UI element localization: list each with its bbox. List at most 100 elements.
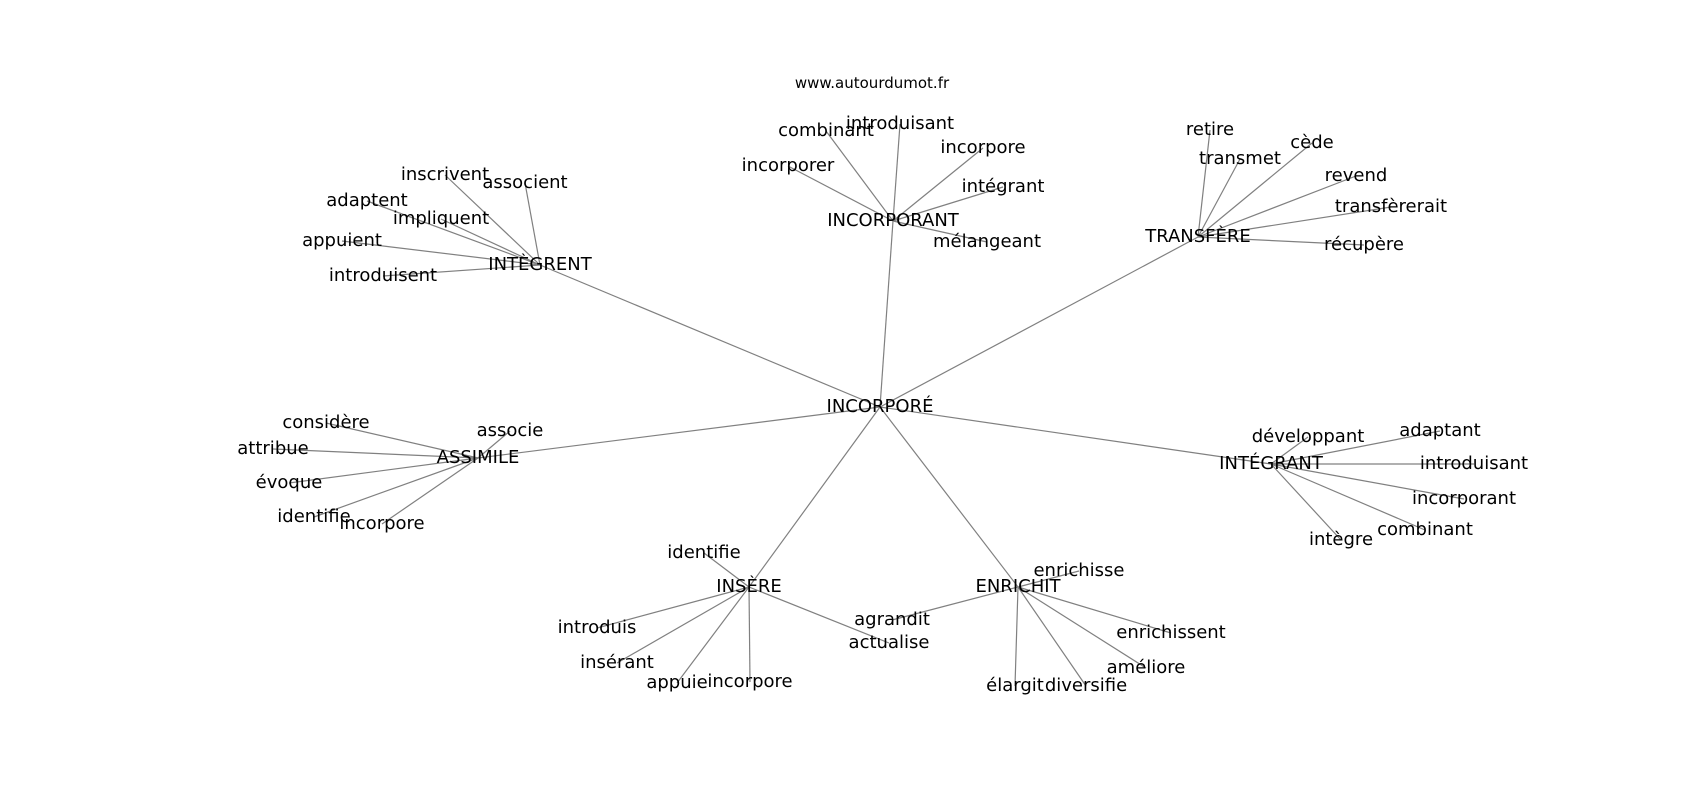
edge-center-to-group xyxy=(477,406,881,459)
edge-group-to-leaf xyxy=(1017,586,1147,669)
edge-group-to-leaf xyxy=(892,147,984,222)
edge-group-to-leaf xyxy=(444,174,541,266)
leaf-node-label: retire xyxy=(1186,119,1234,140)
edge-group-to-leaf xyxy=(748,586,751,683)
edge-group-to-leaf xyxy=(1197,175,1357,238)
leaf-node-label: combinant xyxy=(778,120,874,141)
edge-group-to-leaf xyxy=(381,457,479,525)
center-node-label: INCORPORÉ xyxy=(827,395,934,417)
edge-group-to-leaf xyxy=(288,457,479,484)
edge-group-to-leaf xyxy=(1197,129,1211,238)
edge-center-to-group xyxy=(879,406,1272,465)
leaf-node-label: diversifie xyxy=(1045,675,1127,696)
leaf-node-label: élargit xyxy=(986,675,1044,696)
edge-group-to-leaf xyxy=(1197,236,1365,246)
edge-group-to-leaf xyxy=(825,130,894,222)
leaf-node-label: incorporant xyxy=(1412,488,1516,509)
leaf-node-label: incorporer xyxy=(742,155,835,176)
leaf-node-label: impliquent xyxy=(393,208,489,229)
leaf-node-label: introduisent xyxy=(329,265,437,286)
edge-group-to-leaf xyxy=(1017,586,1087,687)
leaf-node-label: enrichissent xyxy=(1116,622,1226,643)
edge-group-to-leaf xyxy=(524,182,541,266)
edge-group-to-leaf xyxy=(313,457,479,518)
leaf-node-label: actualise xyxy=(849,632,930,653)
edge-group-to-leaf xyxy=(272,448,479,459)
edge-group-to-leaf xyxy=(1270,463,1426,531)
leaf-node-label: récupère xyxy=(1324,234,1404,255)
leaf-node-label: attribue xyxy=(237,438,308,459)
leaf-node-label: adaptent xyxy=(326,190,408,211)
leaf-node-label: incorpore xyxy=(339,513,424,534)
source-attribution: www.autourdumot.fr xyxy=(795,74,950,92)
leaf-node-label: introduisant xyxy=(846,113,954,134)
group-node-label: INSÈRE xyxy=(716,575,781,597)
edge-group-to-leaf xyxy=(1270,463,1465,500)
edge-group-to-leaf xyxy=(1197,158,1241,238)
edge-group-to-leaf xyxy=(1014,586,1019,687)
edge-group-to-leaf xyxy=(892,123,901,222)
edge-group-to-leaf xyxy=(477,430,511,459)
leaf-node-label: incorpore xyxy=(707,671,792,692)
leaf-node-label: enrichisse xyxy=(1033,560,1124,581)
group-node-label: ASSIMILE xyxy=(437,447,520,468)
leaf-node-label: combinant xyxy=(1377,519,1473,540)
edge-group-to-leaf xyxy=(748,586,890,644)
group-node-label: INTÉGRANT xyxy=(1219,452,1324,474)
leaf-node-label: améliore xyxy=(1107,657,1186,678)
leaf-node-label: transmet xyxy=(1199,148,1281,169)
leaf-node-label: évoque xyxy=(256,472,323,493)
leaf-node-label: associent xyxy=(482,172,567,193)
leaf-node-label: transfèrerait xyxy=(1335,196,1447,217)
edge-group-to-leaf xyxy=(1017,586,1172,634)
leaf-node-label: intégrant xyxy=(962,176,1045,197)
group-node-label: INTÈGRENT xyxy=(488,253,592,275)
edge-group-to-leaf xyxy=(676,586,750,684)
edge-group-to-leaf xyxy=(892,220,988,243)
edge-group-to-leaf xyxy=(440,218,541,266)
leaf-node-label: insérant xyxy=(580,652,654,673)
leaf-node-label: intègre xyxy=(1309,529,1373,550)
edge-group-to-leaf xyxy=(1270,430,1441,465)
edge-group-to-leaf xyxy=(1017,570,1080,588)
leaf-node-label: appuie xyxy=(646,672,707,693)
edge-center-to-group xyxy=(879,236,1199,408)
edge-group-to-leaf xyxy=(1197,142,1313,238)
group-node-label: INCORPORANT xyxy=(827,210,960,231)
edge-center-to-group xyxy=(748,406,881,588)
leaf-node-label: adaptant xyxy=(1399,420,1480,441)
leaf-node-label: introduis xyxy=(558,617,637,638)
edge-group-to-leaf xyxy=(703,552,750,588)
edge-group-to-leaf xyxy=(382,264,541,277)
edge-group-to-leaf xyxy=(891,586,1019,621)
edge-group-to-leaf xyxy=(616,586,750,664)
leaf-node-label: identifie xyxy=(667,542,740,563)
edge-group-to-leaf xyxy=(787,165,894,222)
leaf-node-label: inscrivent xyxy=(401,164,489,185)
leaf-node-label: revend xyxy=(1325,165,1388,186)
edge-group-to-leaf xyxy=(1197,206,1392,238)
leaf-node-label: agrandit xyxy=(854,609,930,630)
leaf-node-label: appuient xyxy=(302,230,382,251)
edge-group-to-leaf xyxy=(341,240,541,266)
leaf-node-label: incorpore xyxy=(940,137,1025,158)
graph-edges xyxy=(272,123,1474,687)
edge-group-to-leaf xyxy=(1270,436,1309,465)
edge-group-to-leaf xyxy=(366,200,541,266)
edge-group-to-leaf xyxy=(325,422,479,459)
leaf-node-label: mélangeant xyxy=(933,231,1041,252)
leaf-node-label: associe xyxy=(477,420,544,441)
group-node-label: ENRICHIT xyxy=(975,576,1061,597)
leaf-node-label: développant xyxy=(1252,426,1365,447)
edge-group-to-leaf xyxy=(1270,463,1342,541)
leaf-node-label: cède xyxy=(1290,132,1333,153)
group-node-label: TRANSFÈRE xyxy=(1144,225,1251,247)
edge-group-to-leaf xyxy=(596,586,750,629)
leaf-node-label: identifie xyxy=(277,506,350,527)
leaf-node-label: considère xyxy=(282,412,369,433)
leaf-node-label: introduisant xyxy=(1420,453,1528,474)
edge-center-to-group xyxy=(879,406,1019,588)
edge-group-to-leaf xyxy=(892,186,1004,222)
